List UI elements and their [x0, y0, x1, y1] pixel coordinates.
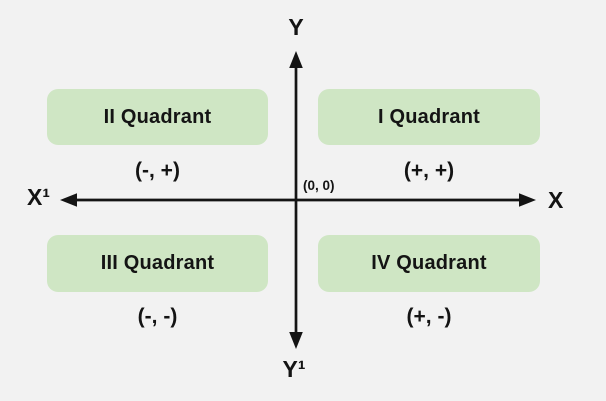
quadrant-box-iv-label: IV Quadrant	[371, 252, 487, 274]
y-axis-negative-label: Y¹	[282, 356, 306, 382]
x-axis	[60, 193, 536, 207]
y-axis	[289, 51, 303, 349]
quadrant-box-iii-label: III Quadrant	[100, 252, 215, 274]
quadrant-box-i: I Quadrant	[318, 89, 540, 145]
quadrant-box-iv: IV Quadrant	[318, 235, 540, 292]
origin-label: (0, 0)	[303, 178, 335, 193]
quadrant-i-signs: (+, +)	[403, 159, 455, 182]
x-axis-left-arrowhead	[60, 193, 77, 207]
quadrant-box-i-label: I Quadrant	[377, 105, 480, 128]
x-axis-right-arrowhead	[519, 193, 536, 207]
quadrant-box-iii: III Quadrant	[47, 235, 268, 292]
y-axis-positive-label: Y	[288, 14, 304, 40]
x-axis-negative-label: X¹	[27, 184, 50, 210]
x-axis-positive-label: X	[548, 187, 564, 213]
quadrant-ii-signs: (-, +)	[135, 159, 180, 182]
quadrant-iv-signs: (+, -)	[406, 305, 452, 328]
quadrant-box-ii: II Quadrant	[47, 89, 268, 145]
y-axis-up-arrowhead	[289, 51, 303, 68]
quadrant-box-ii-label: II Quadrant	[103, 105, 212, 128]
y-axis-down-arrowhead	[289, 332, 303, 349]
quadrant-iii-signs: (-, -)	[137, 305, 178, 328]
